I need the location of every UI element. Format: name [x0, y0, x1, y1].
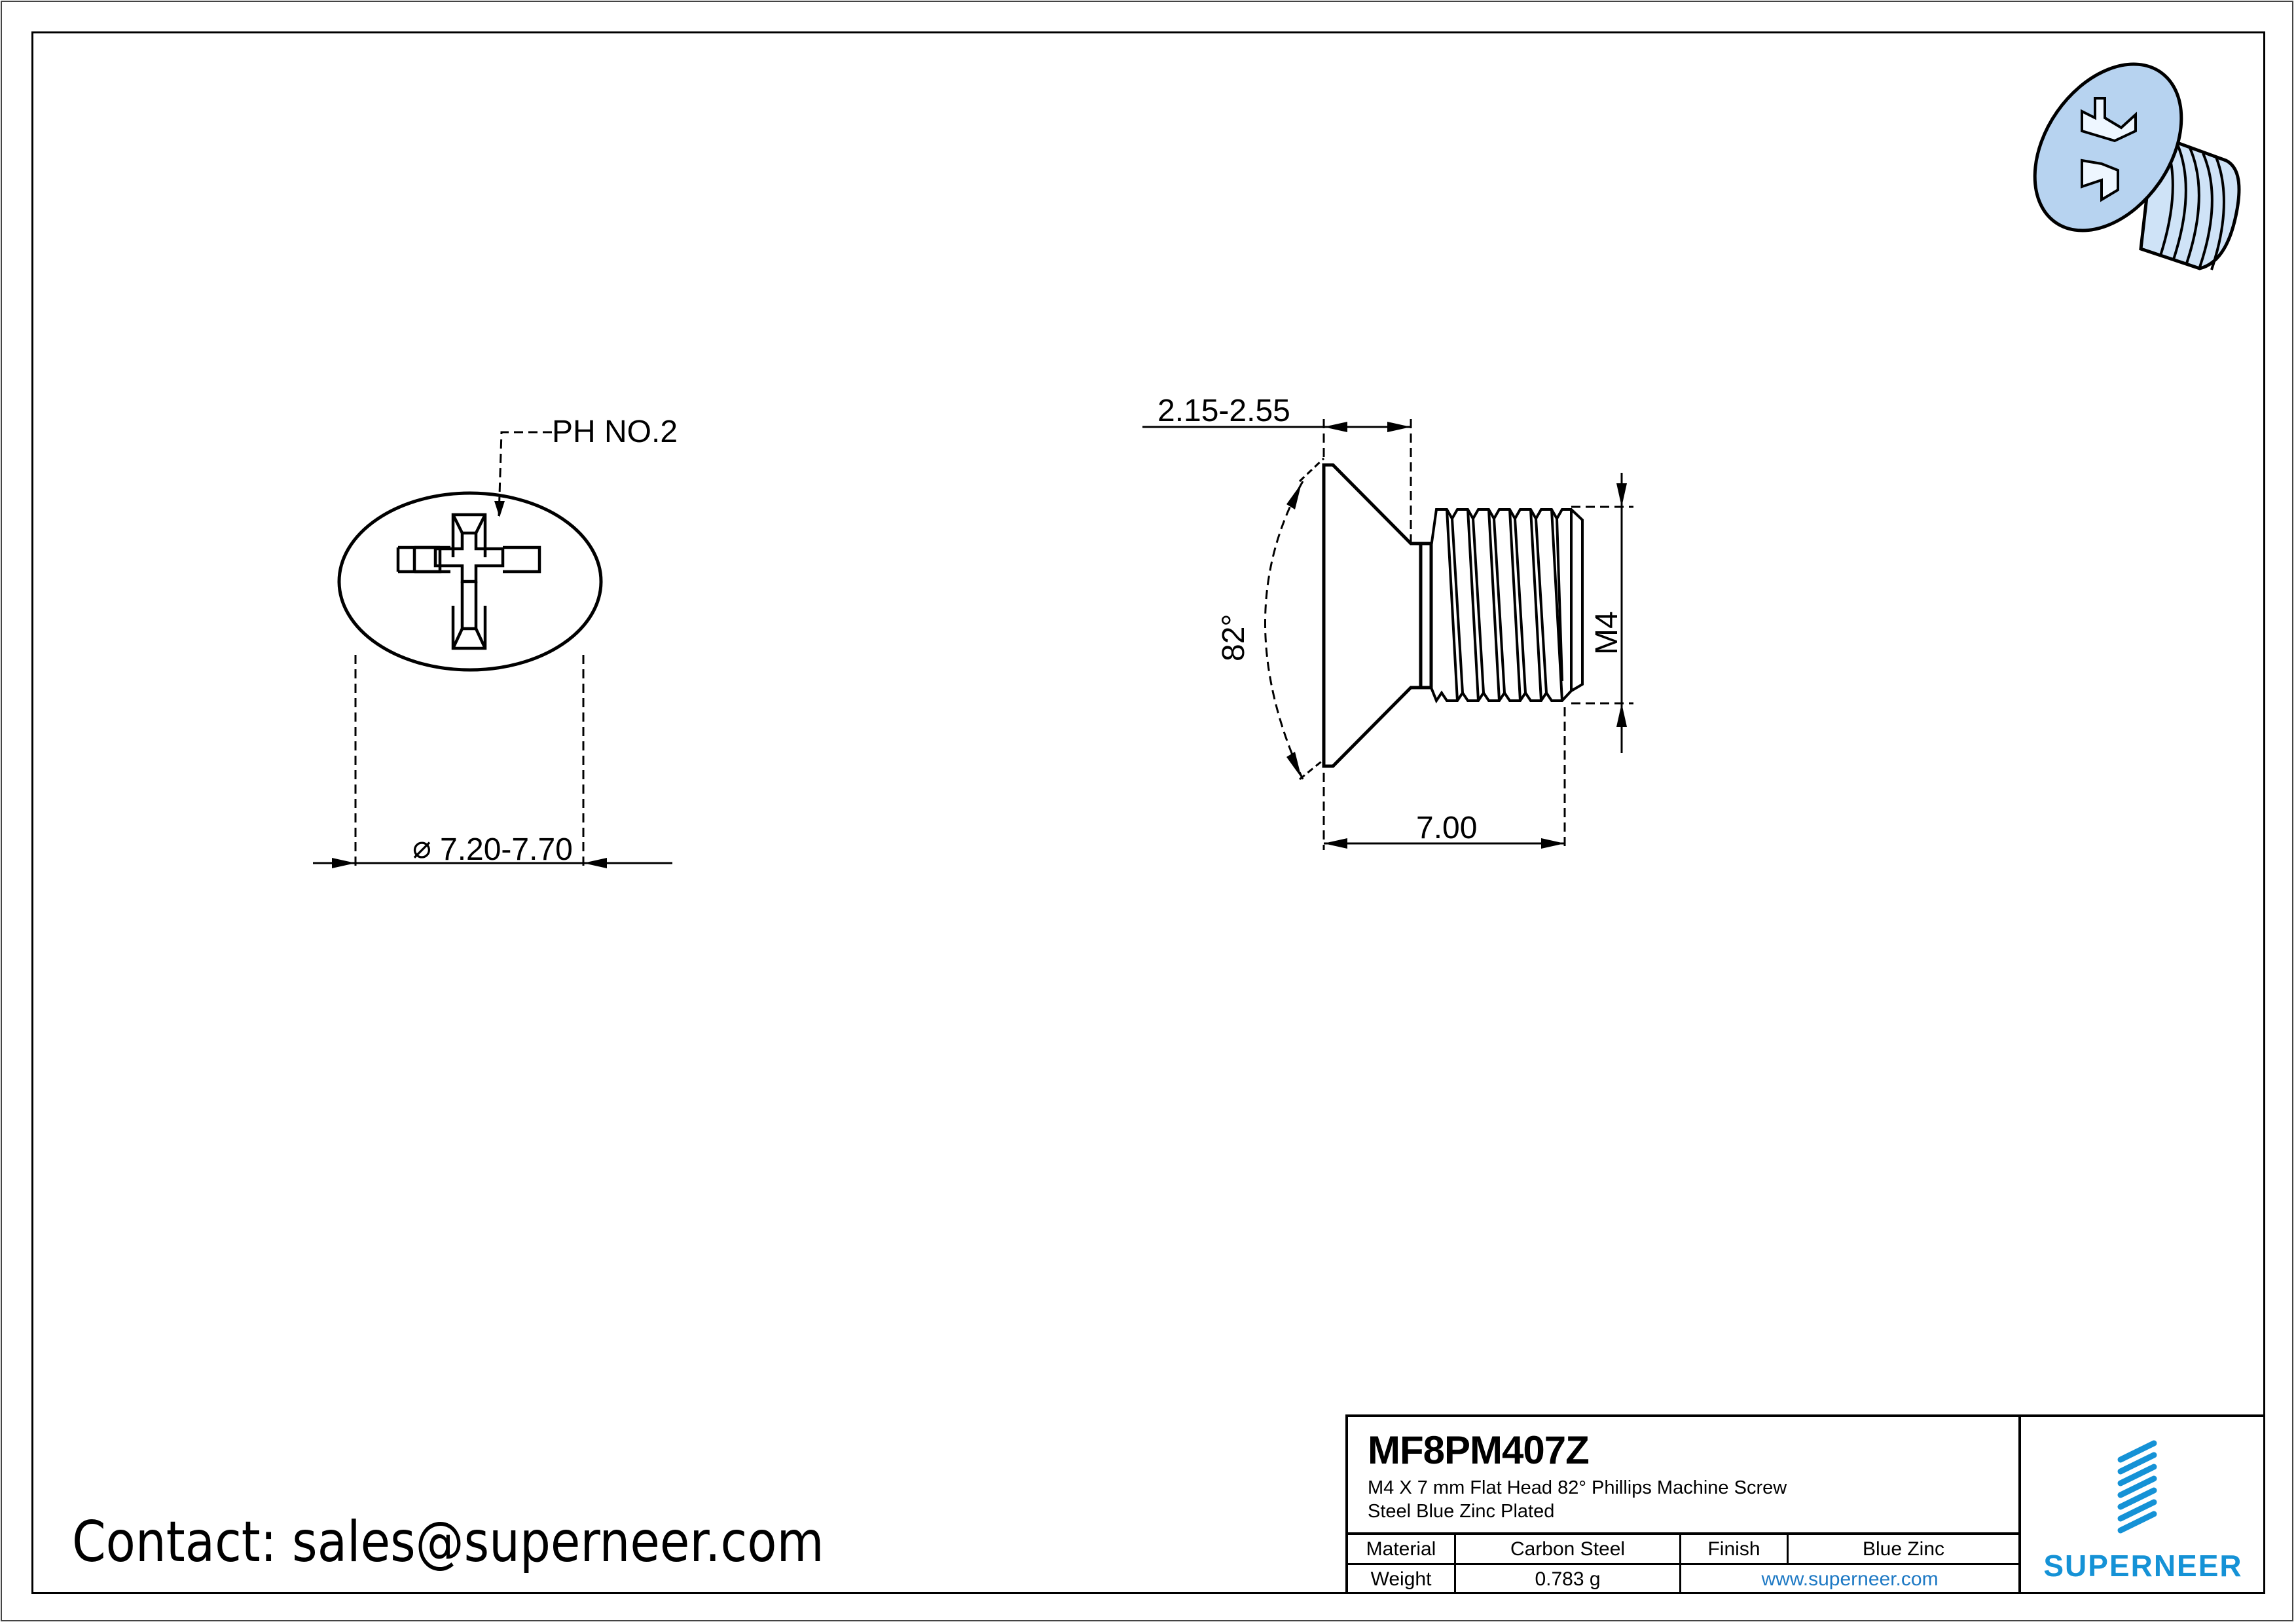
description-line-1: M4 X 7 mm Flat Head 82° Phillips Machine…: [1368, 1477, 1787, 1498]
side-view: [1142, 419, 1633, 850]
title-block-main: MF8PM407Z M4 X 7 mm Flat Head 82° Philli…: [1348, 1417, 2021, 1594]
material-value: Carbon Steel: [1510, 1538, 1626, 1560]
front-view: [313, 431, 672, 868]
material-label: Material: [1366, 1538, 1436, 1560]
drawing-border: [31, 31, 2265, 1594]
weight-value: 0.783 g: [1535, 1568, 1601, 1590]
phillips-recess-icon: [396, 513, 541, 650]
col-divider: [1454, 1535, 1456, 1594]
head-height-label: 2.15-2.55: [1157, 394, 1290, 428]
description-line-2: Steel Blue Zinc Plated: [1368, 1501, 1555, 1522]
row-divider: [1348, 1563, 2018, 1565]
brand-name: SUPERNEER: [2043, 1549, 2243, 1583]
isometric-screw-icon: [2033, 62, 2241, 270]
brand-logo: SUPERNEER: [2021, 1417, 2265, 1594]
finish-value: Blue Zinc: [1862, 1538, 1945, 1560]
col-divider: [1787, 1535, 1789, 1564]
superneer-stripes-icon: [2117, 1440, 2157, 1534]
countersunk-head: [1322, 463, 1423, 768]
thread-label: M4: [1590, 611, 1624, 655]
length-label: 7.00: [1416, 811, 1477, 845]
title-block: MF8PM407Z M4 X 7 mm Flat Head 82° Philli…: [1345, 1414, 2265, 1594]
diameter-label: 7.20-7.70: [440, 832, 573, 867]
contact-text: Contact: sales@superneer.com: [72, 1509, 824, 1575]
angle-label: 82°: [1216, 614, 1251, 661]
head-circle: [337, 491, 603, 672]
col-divider: [1679, 1535, 1681, 1594]
finish-label: Finish: [1707, 1538, 1760, 1560]
weight-label: Weight: [1370, 1568, 1432, 1590]
website-link[interactable]: www.superneer.com: [1761, 1568, 1939, 1590]
spec-table: Material Carbon Steel Finish Blue Zinc W…: [1348, 1532, 2018, 1594]
thread-icon: [1430, 508, 1584, 704]
diameter-symbol: ⌀: [412, 830, 431, 865]
drive-label: PH NO.2: [552, 415, 678, 449]
part-number: MF8PM407Z: [1368, 1428, 1590, 1472]
